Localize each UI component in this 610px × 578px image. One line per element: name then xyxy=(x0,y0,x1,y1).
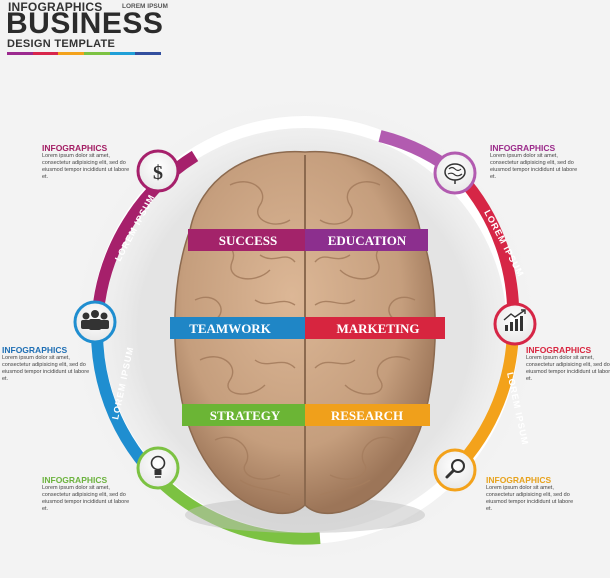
header-bar-segment xyxy=(135,52,162,55)
banner-research xyxy=(305,404,430,426)
brain-icon xyxy=(433,151,477,195)
header-bar-segment xyxy=(109,52,136,55)
lightbulb-icon xyxy=(136,446,180,490)
info-text: Lorem ipsum dolor sit amet, consectetur … xyxy=(2,355,90,382)
banner-label-teamwork: TEAMWORK xyxy=(189,321,272,336)
info-block-left-top: INFOGRAPHICS Lorem ipsum dolor sit amet,… xyxy=(42,143,134,181)
brain-banners: SUCCESS EDUCATION TEAMWORK MARKETING STR… xyxy=(170,229,445,426)
info-title: INFOGRAPHICS xyxy=(486,475,552,485)
icon-buttons: $ xyxy=(73,149,537,492)
info-title: INFOGRAPHICS xyxy=(526,345,592,355)
info-block-right-top: INFOGRAPHICS Lorem ipsum dolor sit amet,… xyxy=(490,143,582,181)
info-text: Lorem ipsum dolor sit amet, consectetur … xyxy=(526,355,610,382)
info-title: INFOGRAPHICS xyxy=(490,143,556,153)
header-bar-segment xyxy=(32,52,59,55)
team-icon xyxy=(73,300,117,344)
dollar-icon: $ xyxy=(136,149,180,193)
header-lorem: LOREM IPSUM xyxy=(122,3,168,10)
header-bar-segment xyxy=(7,52,33,55)
ring-arc-blue xyxy=(91,331,152,471)
header-bar-segment xyxy=(84,52,110,55)
info-text: Lorem ipsum dolor sit amet, consectetur … xyxy=(42,153,130,180)
banner-label-research: RESEARCH xyxy=(331,408,403,423)
banner-label-marketing: MARKETING xyxy=(336,321,419,336)
info-title: INFOGRAPHICS xyxy=(2,345,68,355)
banner-strategy xyxy=(182,404,305,426)
info-text: Lorem ipsum dolor sit amet, consectetur … xyxy=(486,485,574,512)
header-color-bar xyxy=(7,52,162,55)
info-text: Lorem ipsum dolor sit amet, consectetur … xyxy=(42,485,130,512)
svg-text:$: $ xyxy=(153,162,163,184)
info-block-left-middle: INFOGRAPHICS Lorem ipsum dolor sit amet,… xyxy=(2,345,94,383)
info-block-right-bottom: INFOGRAPHICS Lorem ipsum dolor sit amet,… xyxy=(486,475,578,513)
banner-label-strategy: STRATEGY xyxy=(210,408,281,423)
banner-label-education: EDUCATION xyxy=(328,233,407,248)
banner-marketing xyxy=(305,317,445,339)
magnifier-icon xyxy=(433,448,477,492)
banner-label-success: SUCCESS xyxy=(219,233,278,248)
header-title-small: INFOGRAPHICS xyxy=(8,0,103,14)
info-title: INFOGRAPHICS xyxy=(42,143,108,153)
info-text: Lorem ipsum dolor sit amet, consectetur … xyxy=(490,153,578,180)
banner-teamwork xyxy=(170,317,305,339)
info-title: INFOGRAPHICS xyxy=(42,475,108,485)
banner-success xyxy=(188,229,305,251)
growth-chart-icon xyxy=(493,302,537,346)
info-block-left-bottom: INFOGRAPHICS Lorem ipsum dolor sit amet,… xyxy=(42,475,134,513)
header-subtitle: DESIGN TEMPLATE xyxy=(7,38,116,50)
header-bar-segment xyxy=(58,52,85,55)
banner-education xyxy=(305,229,428,251)
header-title-main: BUSINESS xyxy=(6,7,164,40)
info-block-right-middle: INFOGRAPHICS Lorem ipsum dolor sit amet,… xyxy=(526,345,610,383)
